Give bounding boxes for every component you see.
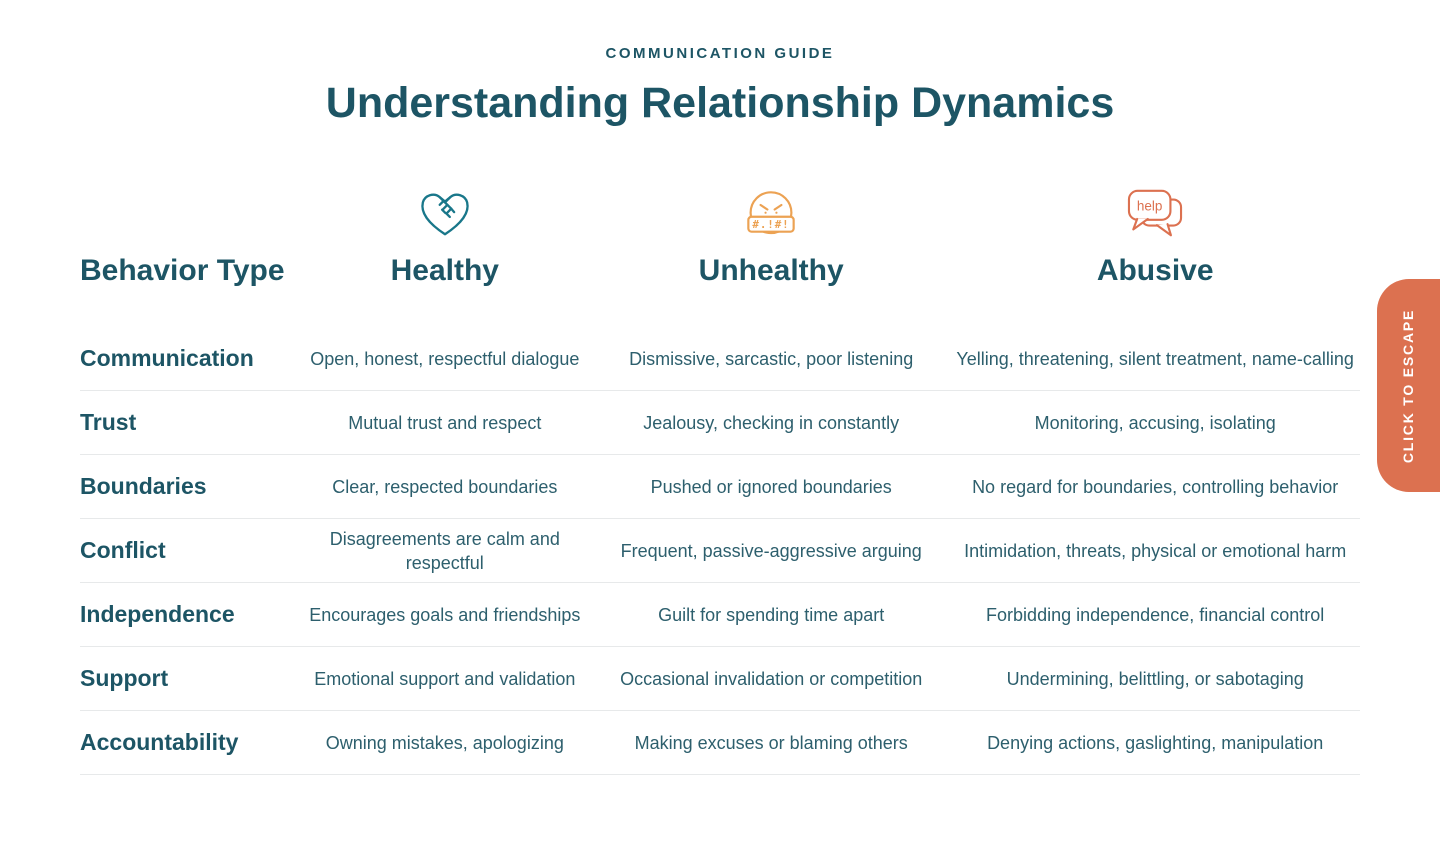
behavior-type-label: Trust [80, 409, 137, 435]
handshake-heart-icon [298, 185, 592, 243]
table-row: Boundaries Clear, respected boundaries P… [80, 455, 1360, 519]
behavior-type-label: Accountability [80, 729, 239, 755]
unhealthy-cell: Occasional invalidation or competition [620, 668, 923, 689]
unhealthy-cell: Guilt for spending time apart [658, 604, 885, 625]
relationship-dynamics-table: #.!#! help Behavior Type Healthy Unhealt… [80, 185, 1360, 775]
help-speech-bubble-icon: help [950, 185, 1360, 243]
abusive-cell: Intimidation, threats, physical or emoti… [964, 540, 1347, 561]
table-body: Communication Open, honest, respectful d… [80, 327, 1360, 775]
eyebrow-label: COMMUNICATION GUIDE [605, 45, 835, 62]
unhealthy-column-header: Unhealthy [698, 254, 844, 287]
behavior-type-label: Communication [80, 345, 254, 371]
abusive-cell: Yelling, threatening, silent treatment, … [956, 348, 1354, 369]
healthy-cell: Disagreements are calm and respectful [329, 528, 560, 573]
abusive-column-header: Abusive [1096, 254, 1214, 287]
unhealthy-cell: Dismissive, sarcastic, poor listening [629, 348, 914, 369]
column-headers-row: Behavior Type Healthy Unhealthy Abusive [80, 251, 1360, 291]
healthy-cell: Open, honest, respectful dialogue [310, 348, 580, 369]
table-row: Accountability Owning mistakes, apologiz… [80, 711, 1360, 775]
healthy-cell: Encourages goals and friendships [309, 604, 581, 625]
behavior-icon-spacer [80, 185, 298, 243]
healthy-cell: Clear, respected boundaries [332, 476, 558, 497]
unhealthy-cell: Pushed or ignored boundaries [650, 476, 892, 497]
healthy-cell: Owning mistakes, apologizing [325, 732, 564, 753]
column-icons-row: #.!#! help [80, 185, 1360, 243]
table-row: Communication Open, honest, respectful d… [80, 327, 1360, 391]
abusive-cell: Denying actions, gaslighting, manipulati… [987, 732, 1324, 753]
abusive-cell: Forbidding independence, financial contr… [986, 604, 1325, 625]
page-title: Understanding Relationship Dynamics [325, 79, 1115, 127]
unhealthy-cell: Frequent, passive-aggressive arguing [620, 540, 922, 561]
click-to-escape-button[interactable]: CLICK TO ESCAPE [1377, 279, 1440, 492]
abusive-cell: Undermining, belittling, or sabotaging [1006, 668, 1304, 689]
behavior-type-label: Conflict [80, 537, 166, 563]
unhealthy-cell: Making excuses or blaming others [634, 732, 908, 753]
healthy-cell: Emotional support and validation [314, 668, 576, 689]
unhealthy-cell: Jealousy, checking in constantly [643, 412, 900, 433]
grawlix-text: #.!#! [753, 218, 790, 231]
help-text: help [1137, 199, 1163, 214]
abusive-cell: No regard for boundaries, controlling be… [972, 476, 1339, 497]
abusive-cell: Monitoring, accusing, isolating [1034, 412, 1276, 433]
click-to-escape-label: CLICK TO ESCAPE [1400, 308, 1417, 463]
behavior-type-label: Independence [80, 601, 235, 627]
behavior-type-label: Boundaries [80, 473, 207, 499]
behavior-type-label: Support [80, 665, 169, 691]
healthy-column-header: Healthy [390, 254, 499, 287]
behavior-type-header: Behavior Type [80, 254, 285, 287]
table-row: Support Emotional support and validation… [80, 647, 1360, 711]
cursing-emoji-icon: #.!#! [592, 185, 950, 243]
healthy-cell: Mutual trust and respect [348, 412, 542, 433]
table-row: Independence Encourages goals and friend… [80, 583, 1360, 647]
table-row: Conflict Disagreements are calm and resp… [80, 519, 1360, 583]
table-row: Trust Mutual trust and respect Jealousy,… [80, 391, 1360, 455]
